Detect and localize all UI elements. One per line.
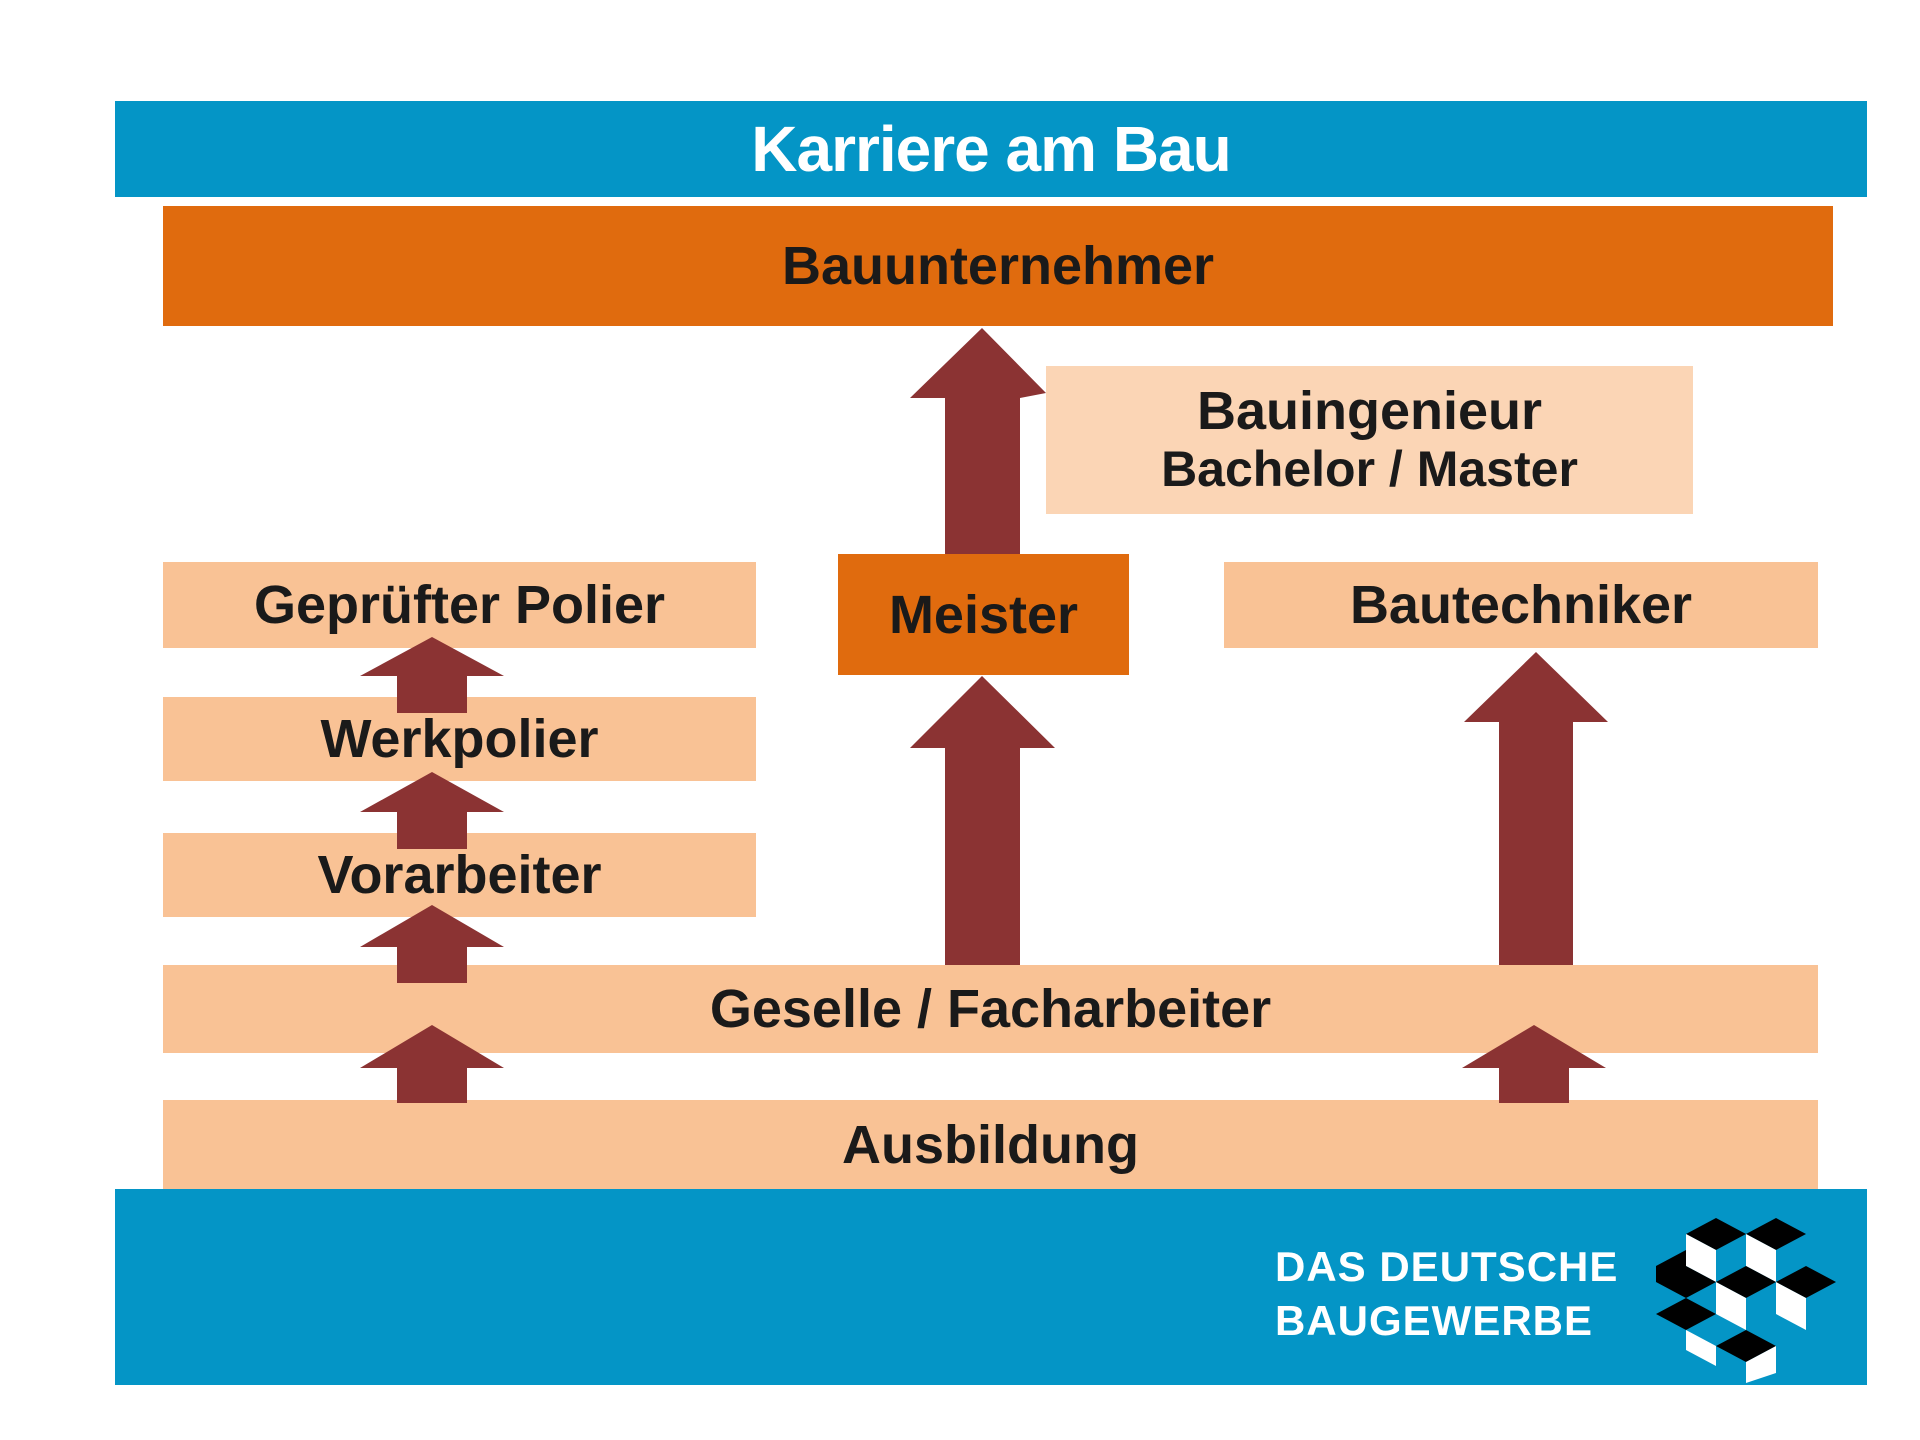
arrow-vorarbeiter-to-werkpolier — [360, 772, 504, 849]
box-bauingenieur: Bauingenieur Bachelor / Master — [1046, 366, 1693, 514]
brand-line-1: DAS DEUTSCHE — [1275, 1243, 1619, 1290]
box-bauunternehmer: Bauunternehmer — [163, 206, 1833, 326]
label-ausbildung: Ausbildung — [842, 1114, 1139, 1175]
box-ausbildung: Ausbildung — [163, 1100, 1818, 1189]
box-gepruefter-polier: Geprüfter Polier — [163, 562, 756, 648]
label-gepruefter-polier: Geprüfter Polier — [253, 575, 666, 635]
label-vorarbeiter: Vorarbeiter — [317, 845, 602, 905]
label-meister: Meister — [888, 584, 1079, 645]
brand-line-2: BAUGEWERBE — [1275, 1297, 1594, 1344]
baugewerbe-logo-icon — [1656, 1218, 1836, 1383]
box-meister: Meister — [838, 554, 1129, 675]
label-bauunternehmer: Bauunternehmer — [781, 236, 1215, 296]
footer-band — [115, 1189, 1867, 1385]
label-werkpolier: Werkpolier — [320, 709, 599, 769]
arrow-geselle-to-bautechniker — [1464, 652, 1608, 965]
header-band: Karriere am Bau — [115, 101, 1867, 197]
box-vorarbeiter: Vorarbeiter — [163, 833, 756, 917]
brand-name: DAS DEUTSCHE BAUGEWERBE — [1275, 1240, 1618, 1348]
label-bautechniker: Bautechniker — [1349, 575, 1693, 635]
arrow-meister-to-bauunternehmer — [910, 328, 1046, 554]
arrow-geselle-to-vorarbeiter — [360, 905, 504, 983]
label-bauingenieur: Bauingenieur — [1196, 381, 1543, 441]
label-geselle: Geselle / Facharbeiter — [709, 979, 1272, 1039]
arrow-ausbildung-to-geselle-right — [1462, 1025, 1606, 1103]
arrow-ausbildung-to-geselle — [360, 1025, 504, 1103]
label-bachelor-master: Bachelor / Master — [1161, 441, 1578, 497]
diagram-title: Karriere am Bau — [751, 113, 1231, 185]
box-bautechniker: Bautechniker — [1224, 562, 1818, 648]
arrow-werkpolier-to-polier — [360, 637, 504, 713]
arrow-geselle-to-meister — [910, 676, 1055, 965]
